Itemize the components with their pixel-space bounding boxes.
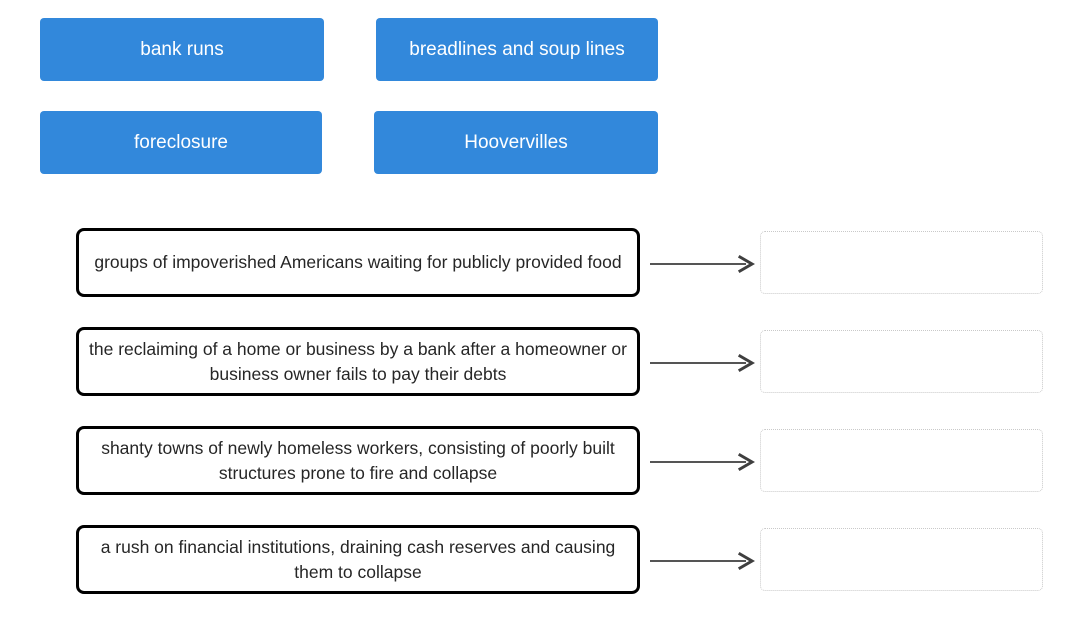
definition-box: a rush on financial institutions, draini… <box>76 525 640 594</box>
draggable-term-tile[interactable]: foreclosure <box>40 111 322 174</box>
definition-box: shanty towns of newly homeless workers, … <box>76 426 640 495</box>
match-row: a rush on financial institutions, draini… <box>0 510 1075 609</box>
draggable-term-tile[interactable]: Hoovervilles <box>374 111 658 174</box>
arrow-connector-icon <box>648 452 760 472</box>
answer-drop-zone[interactable] <box>760 429 1043 492</box>
draggable-term-tile[interactable]: breadlines and soup lines <box>376 18 658 81</box>
arrow-connector-icon <box>648 551 760 571</box>
draggable-term-tile[interactable]: bank runs <box>40 18 324 81</box>
match-row: shanty towns of newly homeless workers, … <box>0 411 1075 510</box>
matching-rows-list: groups of impoverished Americans waiting… <box>0 213 1075 609</box>
term-tile-bank: bank runs breadlines and soup lines fore… <box>40 18 1040 204</box>
answer-drop-zone[interactable] <box>760 528 1043 591</box>
answer-drop-zone[interactable] <box>760 330 1043 393</box>
definition-box: the reclaiming of a home or business by … <box>76 327 640 396</box>
definition-text: shanty towns of newly homeless workers, … <box>101 437 615 483</box>
arrow-connector-icon <box>648 353 760 373</box>
definition-text: a rush on financial institutions, draini… <box>100 536 616 582</box>
match-row: the reclaiming of a home or business by … <box>0 312 1075 411</box>
arrow-connector-icon <box>648 254 760 274</box>
definition-box: groups of impoverished Americans waiting… <box>76 228 640 297</box>
definition-text: the reclaiming of a home or business by … <box>89 338 627 384</box>
answer-drop-zone[interactable] <box>760 231 1043 294</box>
definition-text: groups of impoverished Americans waiting… <box>94 252 622 272</box>
match-row: groups of impoverished Americans waiting… <box>0 213 1075 312</box>
